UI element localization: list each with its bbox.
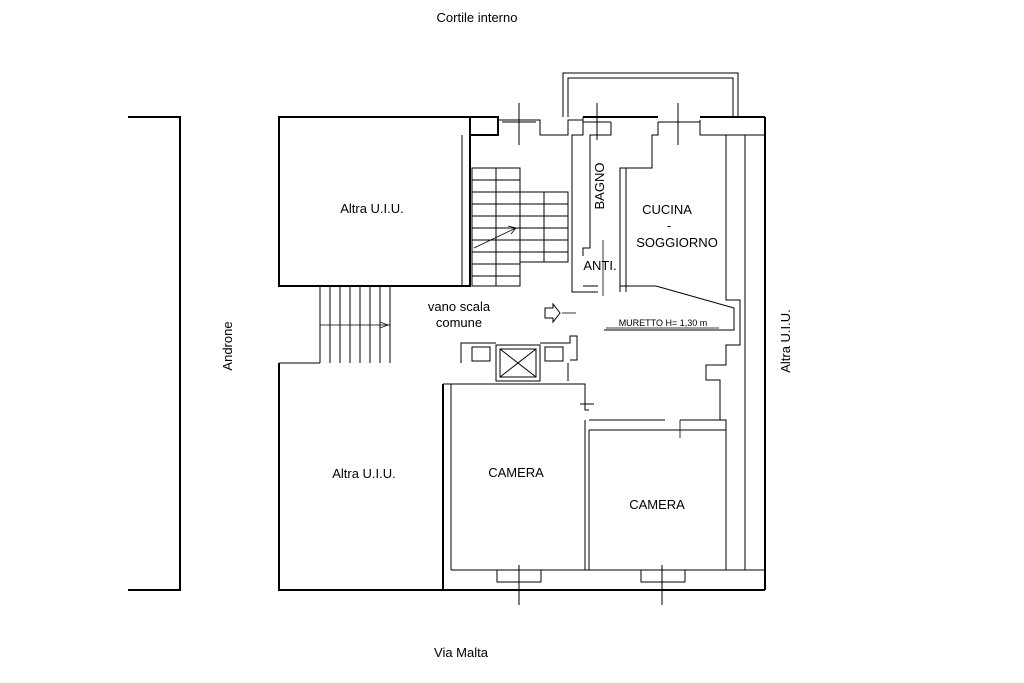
apartment-walls [279, 72, 766, 591]
stair-left [319, 286, 391, 363]
cucina-dash: - [667, 218, 671, 233]
muretto-label: MURETTO H= 1,30 m [619, 318, 708, 328]
windows [496, 103, 700, 605]
stair-label-2: comune [436, 315, 482, 330]
androne-walls [128, 116, 181, 591]
soggiorno-label: SOGGIORNO [636, 235, 718, 250]
androne-label: Androne [220, 321, 235, 370]
stair-label: vano scala [428, 299, 491, 314]
unit-top-left [278, 116, 471, 287]
unit-bottom-left-label: Altra U.I.U. [332, 466, 396, 481]
entrance-arrow-icon [544, 302, 576, 324]
anti-label: ANTI. [583, 258, 616, 273]
interior-walls [450, 117, 735, 570]
top-street-label: Cortile interno [437, 10, 518, 25]
camera-1-label: CAMERA [488, 465, 544, 480]
camera-2-label: CAMERA [629, 497, 685, 512]
unit-top-left-label: Altra U.I.U. [340, 201, 404, 216]
bagno-label: BAGNO [592, 163, 607, 210]
bottom-street-label: Via Malta [434, 645, 489, 660]
stair-center [471, 167, 569, 287]
cucina-label: CUCINA [642, 202, 692, 217]
right-unit-label: Altra U.I.U. [778, 309, 793, 373]
